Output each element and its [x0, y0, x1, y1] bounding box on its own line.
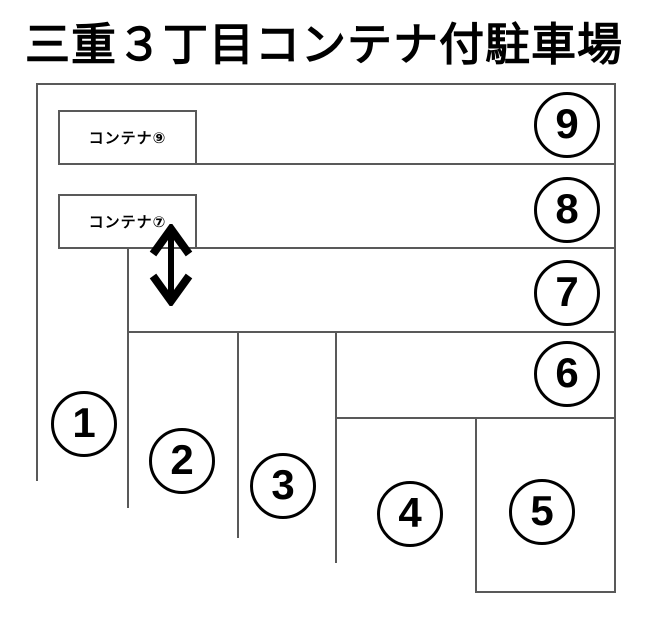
divider-space-1-2	[127, 247, 129, 508]
row-divider-9-8	[58, 163, 616, 165]
lot-top-boundary	[37, 83, 616, 85]
space-6-number: 6	[555, 349, 579, 396]
divider-space-3-4	[335, 331, 337, 563]
space-3-number: 3	[271, 461, 295, 508]
double-vertical-arrow-icon	[149, 222, 193, 308]
space-marker-3: 3	[250, 453, 316, 519]
space-5-number: 5	[530, 487, 554, 534]
space-marker-8: 8	[534, 177, 600, 243]
space-marker-6: 6	[534, 341, 600, 407]
space-2-number: 2	[170, 436, 194, 483]
space-marker-2: 2	[149, 428, 215, 494]
lot-left-boundary	[36, 83, 38, 481]
lot-right-boundary	[614, 83, 616, 593]
space-7-number: 7	[555, 268, 579, 315]
divider-space-4-5	[475, 417, 477, 593]
page-title: 三重３丁目コンテナ付駐車場	[24, 19, 623, 70]
space-8-number: 8	[555, 185, 579, 232]
row-divider-7-6	[128, 331, 616, 333]
container-9-label: コンテナ⑨	[88, 130, 167, 147]
row-divider-8-7	[58, 247, 616, 249]
space-1-number: 1	[72, 399, 96, 446]
space-marker-9: 9	[534, 92, 600, 158]
container-9-box: コンテナ⑨	[58, 110, 197, 165]
space-5-bottom-boundary	[476, 591, 616, 593]
divider-space-2-3	[237, 331, 239, 538]
space-marker-4: 4	[377, 481, 443, 547]
container-7-label: コンテナ⑦	[88, 214, 167, 231]
space-marker-1: 1	[51, 391, 117, 457]
space-marker-7: 7	[534, 260, 600, 326]
space-marker-5: 5	[509, 479, 575, 545]
space-9-number: 9	[555, 100, 579, 147]
space-4-number: 4	[398, 489, 422, 536]
